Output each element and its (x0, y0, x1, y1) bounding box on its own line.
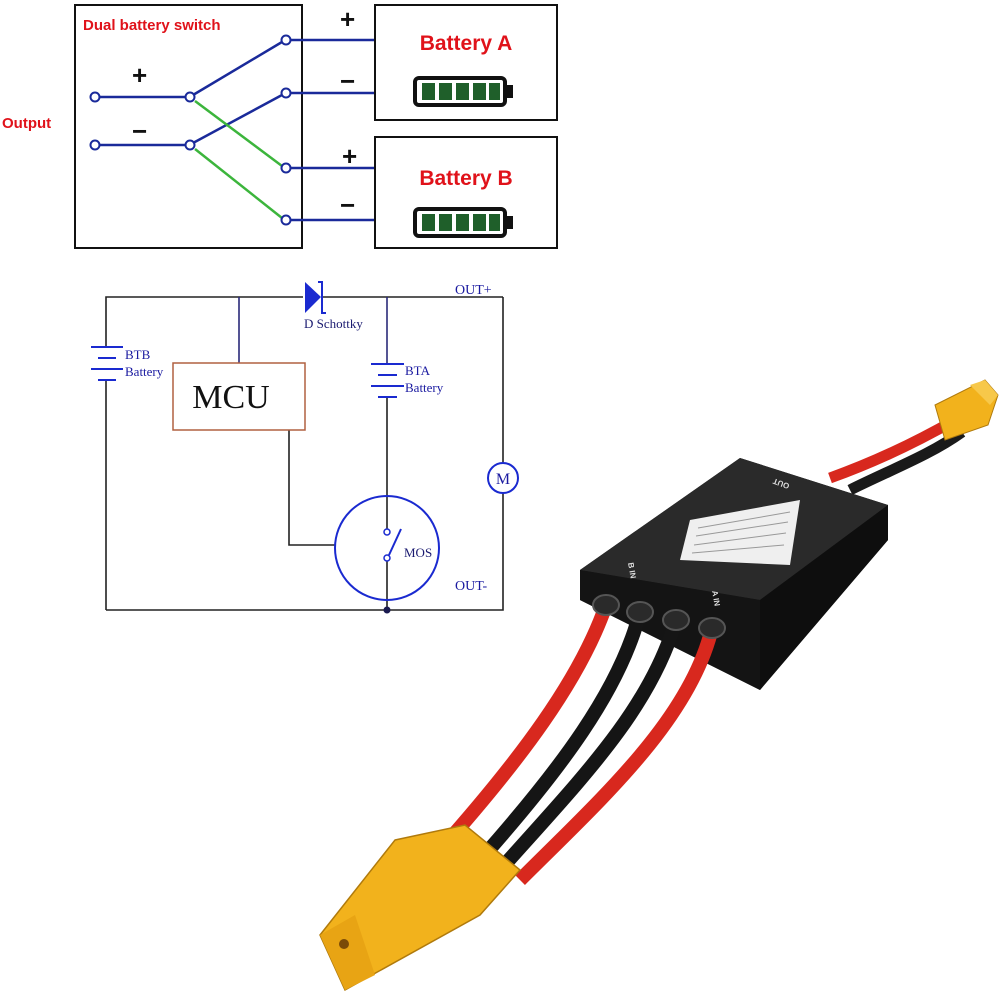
mos-switch-symbol: MOS (334, 495, 440, 601)
battery-a-label: Battery A (420, 32, 513, 55)
bta-label: BTA (405, 363, 431, 378)
bta-battery-label: Battery (405, 380, 444, 395)
in-a-port-label: A IN (710, 590, 722, 607)
schottky-diode-symbol (305, 281, 326, 314)
cable-grommets (592, 594, 726, 639)
switch-wires (99, 38, 375, 222)
input-cables (434, 602, 719, 885)
circuit-wires (105, 296, 504, 611)
battery-b-plus: + (342, 141, 357, 171)
circuit-schematic: BTB Battery MCU D Schottky OUT+ OUT- BTA… (91, 281, 519, 614)
motor-symbol: M (487, 462, 519, 494)
battery-a-icon (413, 76, 513, 107)
battery-b-label: Battery B (419, 167, 512, 190)
battery-a-box (374, 4, 558, 121)
junction-dot (383, 606, 391, 614)
battery-b-minus: − (340, 190, 355, 220)
switch-title: Dual battery switch (83, 17, 221, 34)
output-minus: − (132, 116, 147, 146)
output-xt90-connector (934, 379, 999, 441)
battery-b-icon (413, 207, 513, 238)
mcu-box (172, 362, 306, 431)
out-plus-label: OUT+ (455, 283, 492, 298)
mcu-label: MCU (192, 379, 269, 416)
input-xt90-connector (319, 824, 522, 992)
out-minus-label: OUT- (455, 579, 487, 594)
battery-b-box (374, 136, 558, 249)
product-photo: OUT B IN A IN (319, 379, 999, 992)
output-label: Output (2, 115, 51, 132)
btb-battery-label: Battery (125, 364, 164, 379)
switch-diagram: Dual battery switch Output + − + − + − (2, 4, 558, 249)
terminals (89, 34, 292, 226)
switch-green-contacts (194, 99, 283, 219)
mos-label: MOS (404, 545, 432, 560)
battery-a-plus: + (340, 4, 355, 34)
battery-a-minus: − (340, 66, 355, 96)
diode-label: D Schottky (304, 316, 363, 331)
output-plus: + (132, 60, 147, 90)
btb-battery-symbol (91, 346, 123, 381)
btb-label: BTB (125, 347, 151, 362)
in-b-port-label: B IN (626, 562, 638, 580)
motor-label: M (496, 471, 510, 488)
module-label-sticker (680, 500, 800, 565)
bta-battery-symbol (371, 363, 404, 398)
switch-box (74, 4, 303, 249)
